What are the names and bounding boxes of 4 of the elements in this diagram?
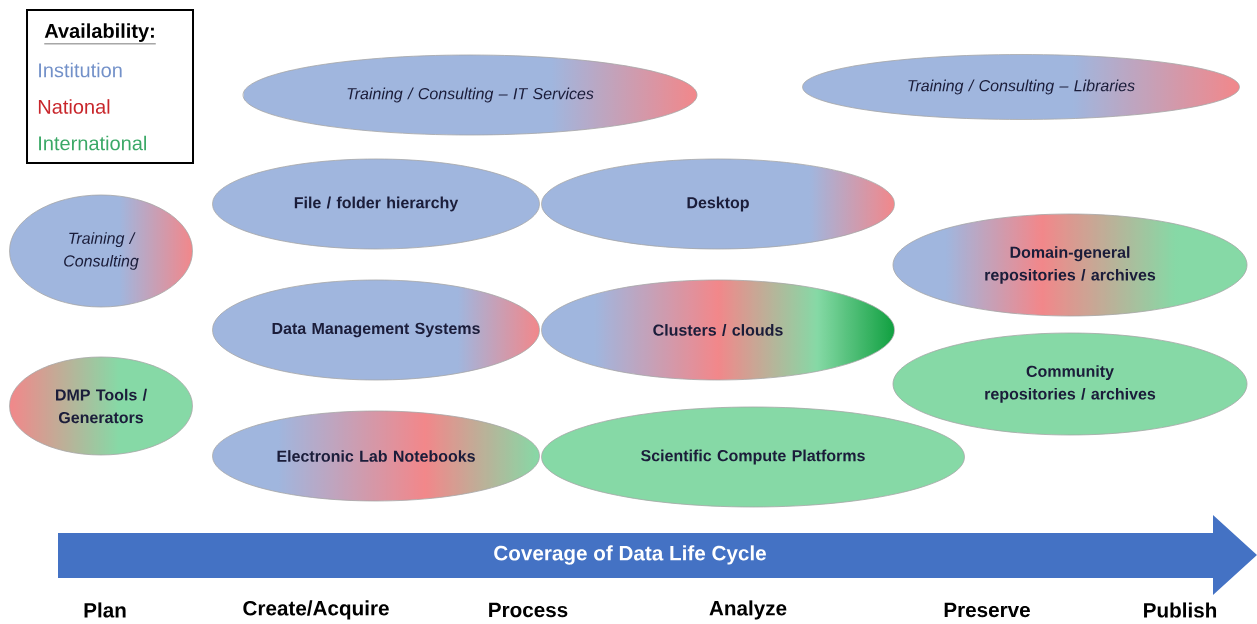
- legend-entry: Institution: [39, 62, 122, 78]
- legend-entry: National: [38, 99, 110, 114]
- legend-entry: International: [39, 135, 146, 151]
- legend-title: Availability:: [44, 23, 157, 45]
